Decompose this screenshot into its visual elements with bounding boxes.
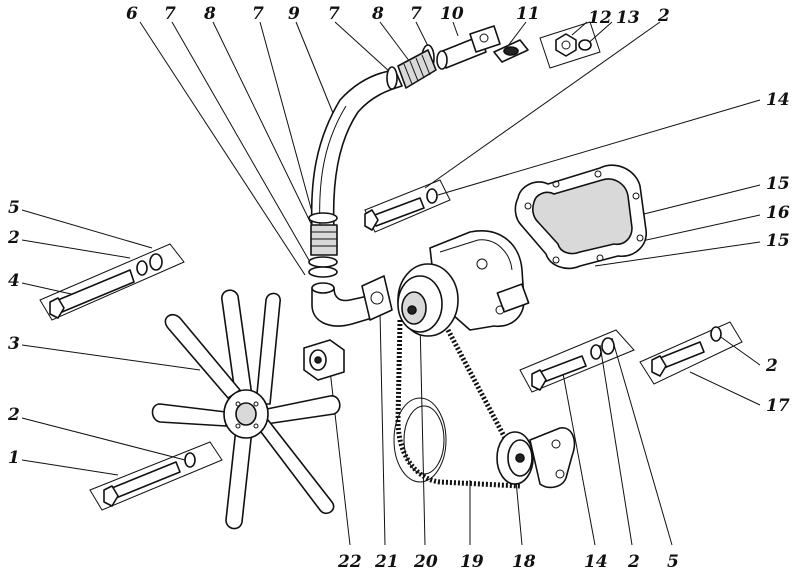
nut-washer-set	[539, 21, 601, 69]
callout-3: 3	[8, 334, 20, 354]
callout-21: 21	[375, 552, 399, 572]
callout-4: 4	[8, 271, 20, 291]
pump-cover-gasket	[514, 164, 647, 270]
callout-19: 19	[460, 552, 484, 572]
callout-18: 18	[512, 552, 536, 572]
drive-belt	[393, 319, 521, 489]
hose-assembly	[308, 25, 529, 278]
callout-16: 16	[766, 203, 790, 223]
callout-22: 22	[338, 552, 362, 572]
callout-17: 17	[766, 396, 790, 416]
bolt-left-lower	[89, 441, 223, 511]
callout-8: 8	[204, 4, 216, 24]
callout-2: 2	[628, 552, 640, 572]
callout-8: 8	[372, 4, 384, 24]
callout-2: 2	[658, 6, 670, 26]
callout-20: 20	[414, 552, 438, 572]
cooling-fan	[151, 289, 341, 530]
callout-14: 14	[584, 552, 608, 572]
outlet-elbow	[311, 275, 393, 327]
callout-5: 5	[8, 198, 20, 218]
callout-2: 2	[8, 228, 20, 248]
bolt-upper	[364, 179, 451, 233]
callout-2: 2	[766, 356, 778, 376]
callout-5: 5	[667, 552, 679, 572]
callout-1: 1	[8, 448, 20, 468]
callout-6: 6	[126, 4, 138, 24]
callout-2: 2	[8, 405, 20, 425]
callout-14: 14	[766, 90, 790, 110]
callout-7: 7	[410, 4, 422, 24]
bolt-lower-left	[519, 329, 635, 393]
callout-9: 9	[288, 4, 300, 24]
bolt-lower-right	[639, 321, 743, 385]
callout-7: 7	[164, 4, 176, 24]
bolt-left-upper	[39, 243, 185, 321]
callout-7: 7	[252, 4, 264, 24]
callout-13: 13	[616, 8, 640, 28]
fan-spacer	[303, 339, 345, 381]
callout-15: 15	[766, 174, 790, 194]
tensioner-pulley	[496, 427, 576, 489]
leader-lines	[21, 21, 761, 546]
callout-11: 11	[516, 4, 540, 24]
callout-7: 7	[328, 4, 340, 24]
callout-15: 15	[766, 231, 790, 251]
callout-12: 12	[588, 8, 612, 28]
water-pump	[397, 230, 530, 337]
callout-10: 10	[440, 4, 464, 24]
